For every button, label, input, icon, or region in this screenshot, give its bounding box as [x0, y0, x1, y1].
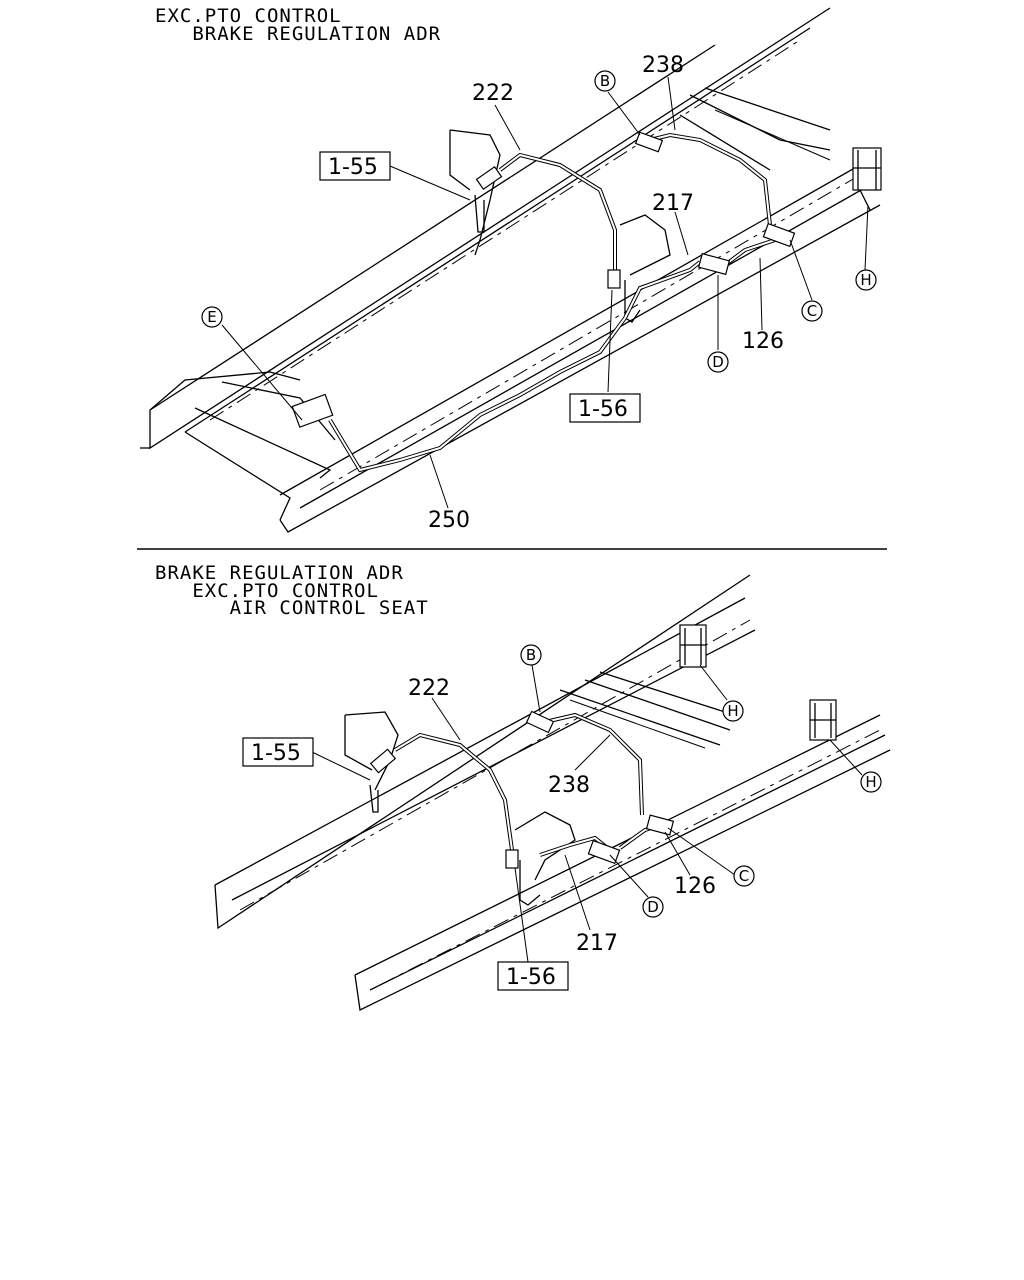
- bottom-ref-box-1-56: [497, 961, 569, 991]
- top-labels: 222 238 217 126 250 1-55 1-56 B C D E H: [201, 53, 877, 533]
- bottom-header-line-3: AIR CONTROL SEAT: [155, 597, 429, 619]
- top-fittings: [291, 131, 882, 428]
- bottom-header-line-2: EXC.PTO CONTROL: [155, 580, 379, 602]
- bottom-callout-d: D: [647, 898, 659, 916]
- bottom-callout-c: C: [739, 867, 749, 885]
- bottom-callout-h2: H: [865, 773, 876, 791]
- bottom-ref-box-1-55: [242, 737, 314, 767]
- top-diagram: EXC.PTO CONTROL BRAKE REGULATION ADR: [140, 5, 882, 533]
- top-header-line-1: EXC.PTO CONTROL: [155, 5, 342, 27]
- bottom-callout-b: B: [526, 646, 536, 664]
- bottom-callout-circle-d: [642, 896, 664, 918]
- top-callout-circle-h: [855, 269, 877, 291]
- bottom-leaders: [311, 664, 863, 963]
- top-label-238: 238: [642, 53, 684, 78]
- top-callout-circle-d: [707, 351, 729, 373]
- bottom-label-217: 217: [576, 931, 618, 956]
- top-callout-circle-e: [201, 306, 223, 328]
- top-label-250: 250: [428, 508, 470, 533]
- top-callout-h: H: [860, 271, 871, 289]
- top-label-217: 217: [652, 191, 694, 216]
- top-ref-1-56: 1-56: [578, 397, 628, 422]
- bottom-labels: 222 238 217 126 1-55 1-56 B H H C D: [242, 644, 882, 991]
- top-callout-circle-c: [801, 300, 823, 322]
- top-ref-box-1-56: [569, 393, 641, 423]
- bottom-fittings: [369, 624, 837, 869]
- bottom-label-126: 126: [674, 874, 716, 899]
- top-callout-e: E: [207, 308, 216, 326]
- top-ref-box-1-55: [319, 151, 391, 181]
- bottom-label-238: 238: [548, 773, 590, 798]
- bottom-callout-h1: H: [727, 702, 738, 720]
- bottom-callout-circle-h1: [722, 700, 744, 722]
- bottom-label-222: 222: [408, 676, 450, 701]
- bottom-pipes: [393, 712, 661, 857]
- top-label-222: 222: [472, 81, 514, 106]
- bottom-frame: [214, 574, 891, 1011]
- bottom-callout-circle-b: [520, 644, 542, 666]
- bottom-ref-1-56: 1-56: [506, 965, 556, 990]
- top-label-126: 126: [742, 329, 784, 354]
- bottom-ref-1-55: 1-55: [251, 741, 301, 766]
- top-callout-b: B: [600, 72, 610, 90]
- top-leaders: [221, 76, 869, 509]
- top-ref-1-55: 1-55: [328, 155, 378, 180]
- top-frame: [140, 7, 881, 533]
- top-callout-c: C: [807, 302, 817, 320]
- top-header-line-2: BRAKE REGULATION ADR: [155, 23, 441, 45]
- bottom-header-line-1: BRAKE REGULATION ADR: [155, 562, 404, 584]
- top-callout-circle-b: [594, 70, 616, 92]
- bottom-diagram: BRAKE REGULATION ADR EXC.PTO CONTROL AIR…: [155, 562, 891, 1011]
- bottom-callout-circle-c: [733, 865, 755, 887]
- top-pipes: [328, 132, 776, 473]
- top-callout-d: D: [712, 353, 724, 371]
- bottom-callout-circle-h2: [860, 771, 882, 793]
